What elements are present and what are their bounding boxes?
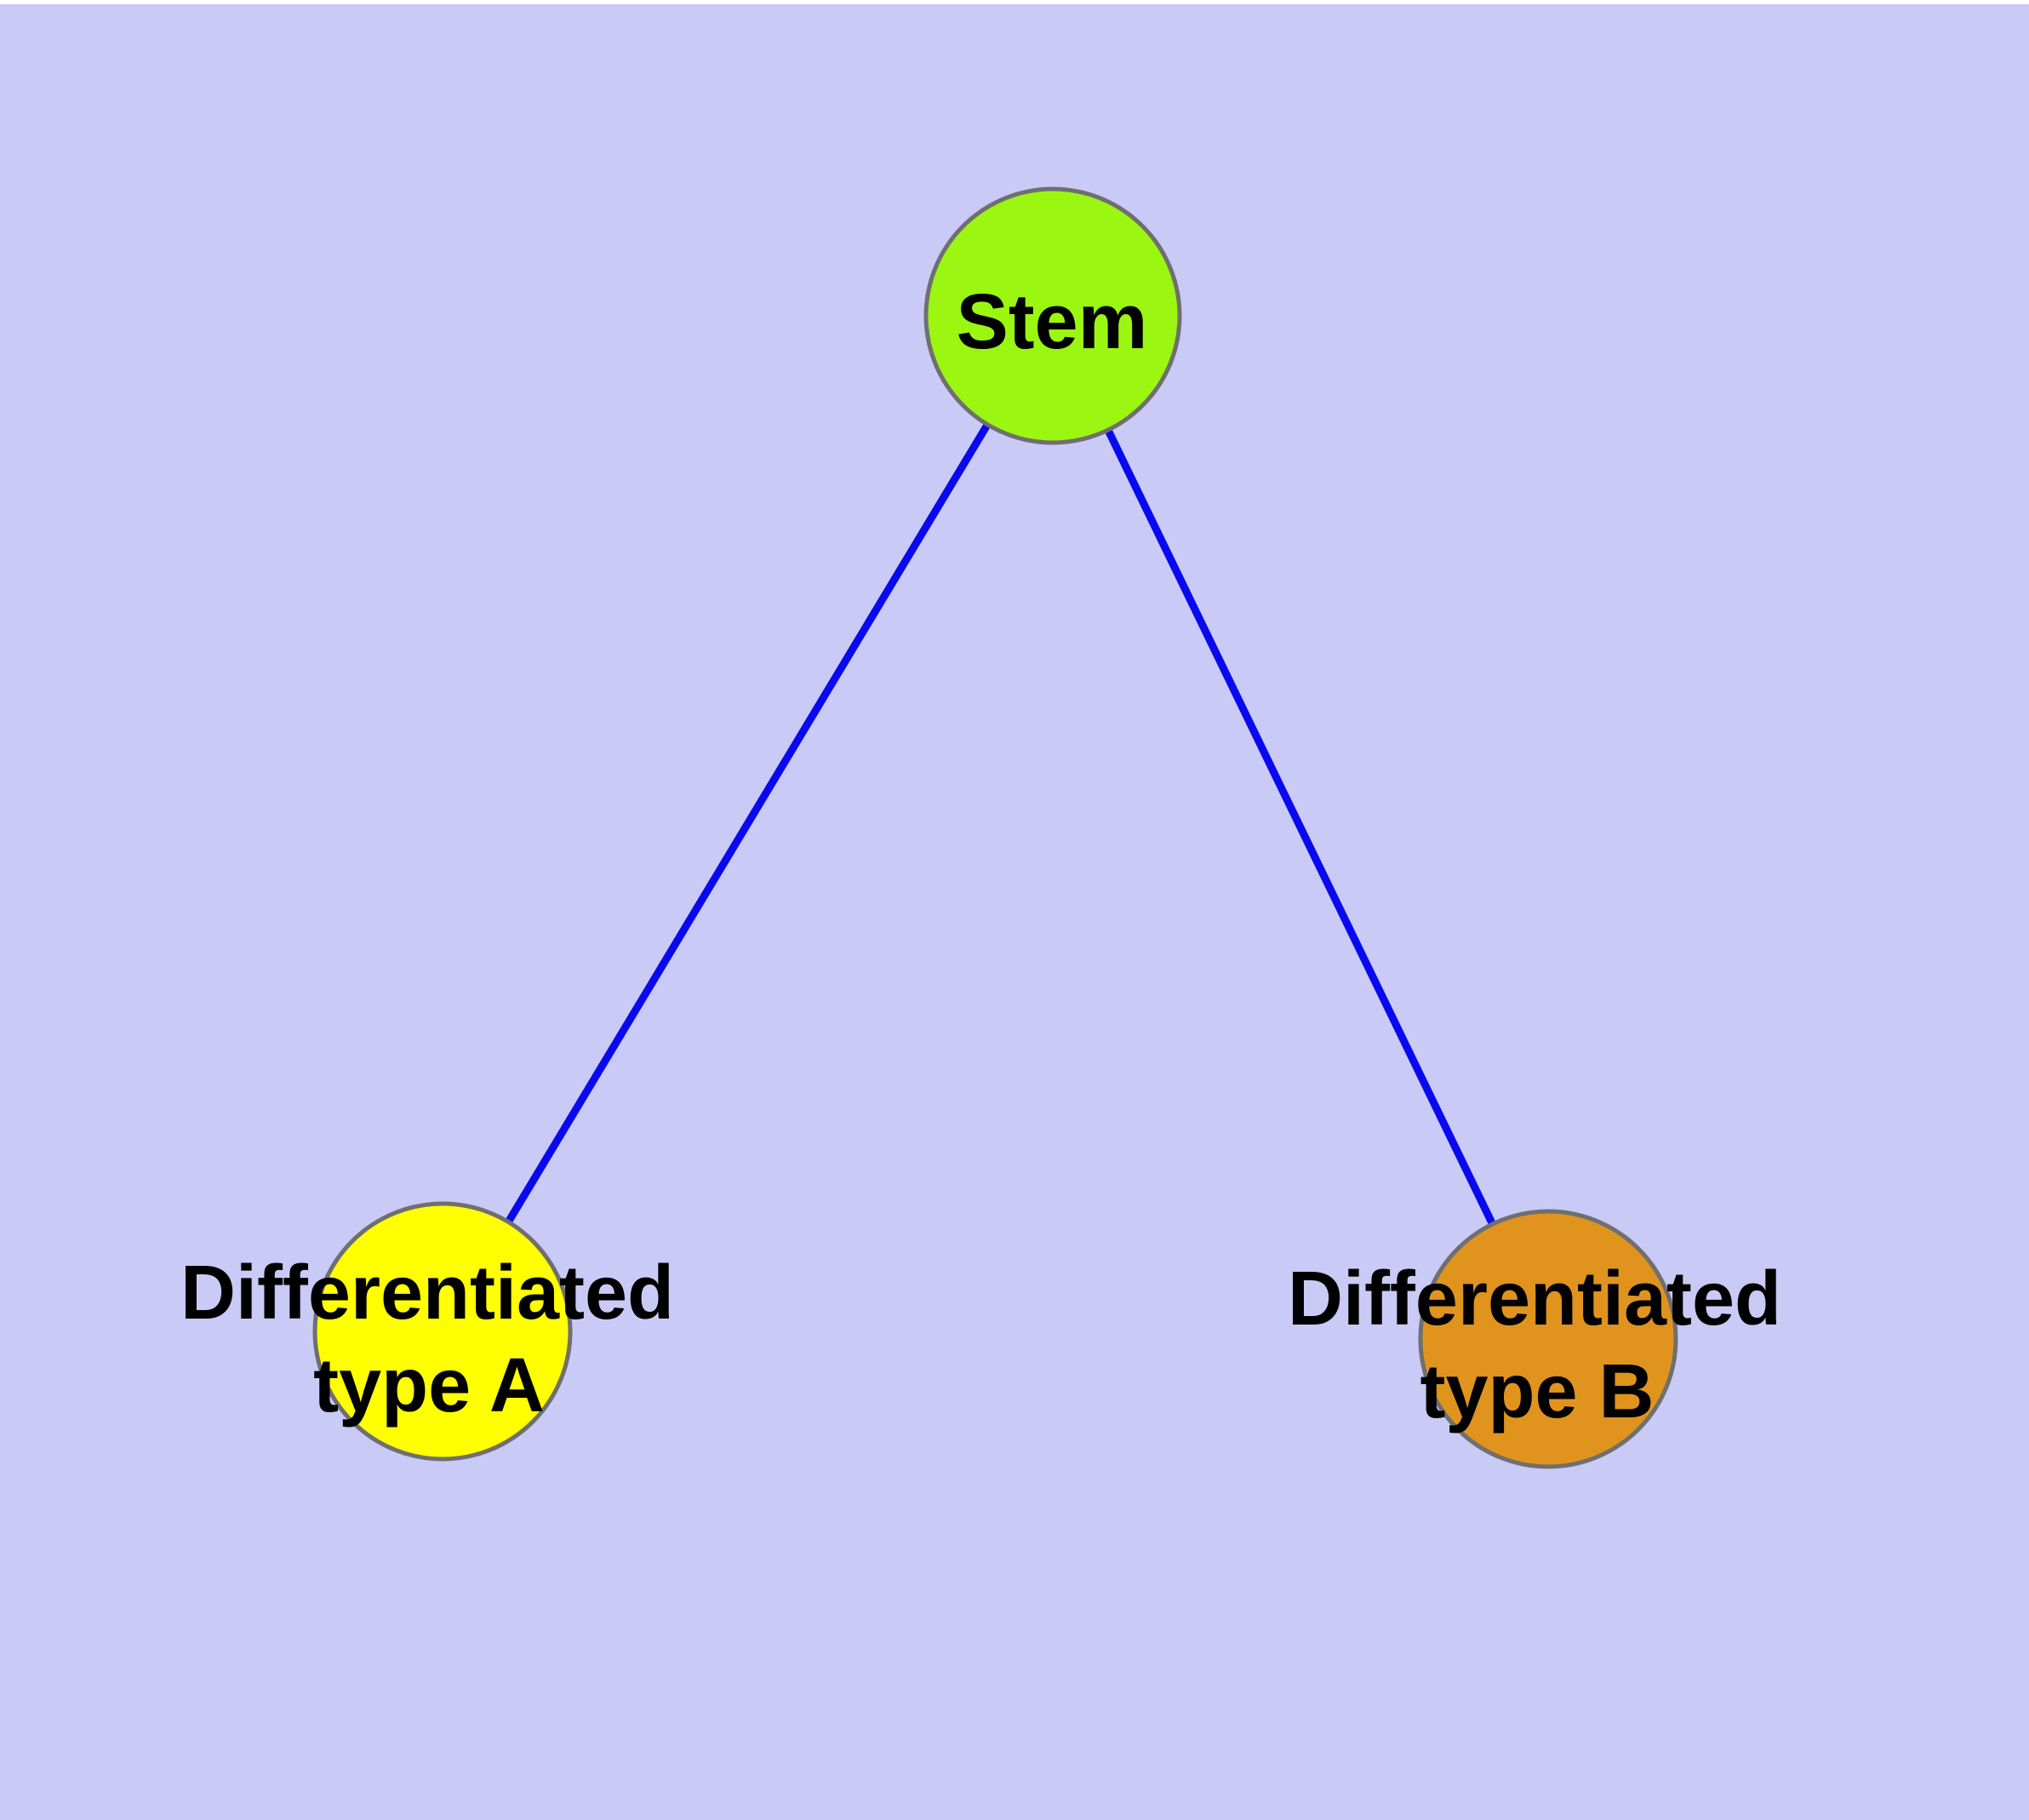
- node-stem-circle: [923, 186, 1182, 445]
- node-stem-label: Stem: [957, 278, 1148, 365]
- node-type-a-circle: [312, 1201, 573, 1462]
- node-type-a-label-line2: type A: [313, 1343, 545, 1428]
- node-type-a-label-line1: Differentiated: [180, 1251, 674, 1336]
- node-type-b-label-line1: Differentiated: [1288, 1256, 1781, 1342]
- node-type-b-label-line2: type B: [1420, 1349, 1654, 1434]
- node-type-b-circle: [1418, 1209, 1678, 1469]
- edge-stem-to-type-a: [439, 313, 1056, 1334]
- edge-stem-to-type-b: [1049, 314, 1552, 1341]
